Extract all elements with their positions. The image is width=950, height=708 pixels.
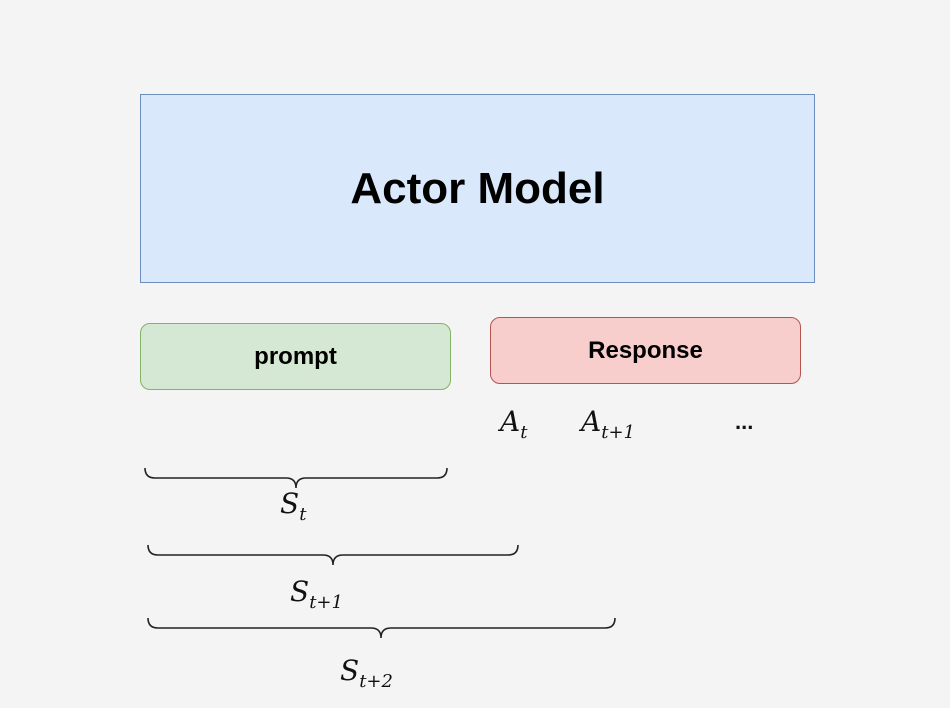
actor-model-label: Actor Model <box>350 163 605 213</box>
state-label-t-plus-2: St+2 <box>340 657 393 691</box>
actor-model-box: Actor Model <box>140 94 815 283</box>
brace-s-t <box>144 467 448 489</box>
prompt-box: prompt <box>140 323 451 390</box>
state-label-t: St <box>280 490 306 524</box>
state-subscript: t+2 <box>359 671 393 692</box>
ellipsis: ... <box>735 409 754 434</box>
action-subscript: t <box>520 422 528 443</box>
action-label-t-plus-1: At+1 <box>581 408 635 442</box>
brace-s-t-plus-2 <box>147 617 616 639</box>
prompt-label: prompt <box>254 342 337 370</box>
state-base: S <box>290 575 310 608</box>
response-label: Response <box>588 336 703 364</box>
action-subscript: t+1 <box>601 422 636 443</box>
state-subscript: t+1 <box>309 592 343 613</box>
brace-s-t-plus-1 <box>147 544 519 566</box>
action-base: A <box>581 405 602 438</box>
response-box: Response <box>490 317 801 384</box>
action-label-t: At <box>500 408 527 442</box>
action-base: A <box>500 405 521 438</box>
state-subscript: t <box>299 504 307 525</box>
state-base: S <box>280 487 300 520</box>
state-base: S <box>340 654 360 687</box>
state-label-t-plus-1: St+1 <box>290 578 343 612</box>
